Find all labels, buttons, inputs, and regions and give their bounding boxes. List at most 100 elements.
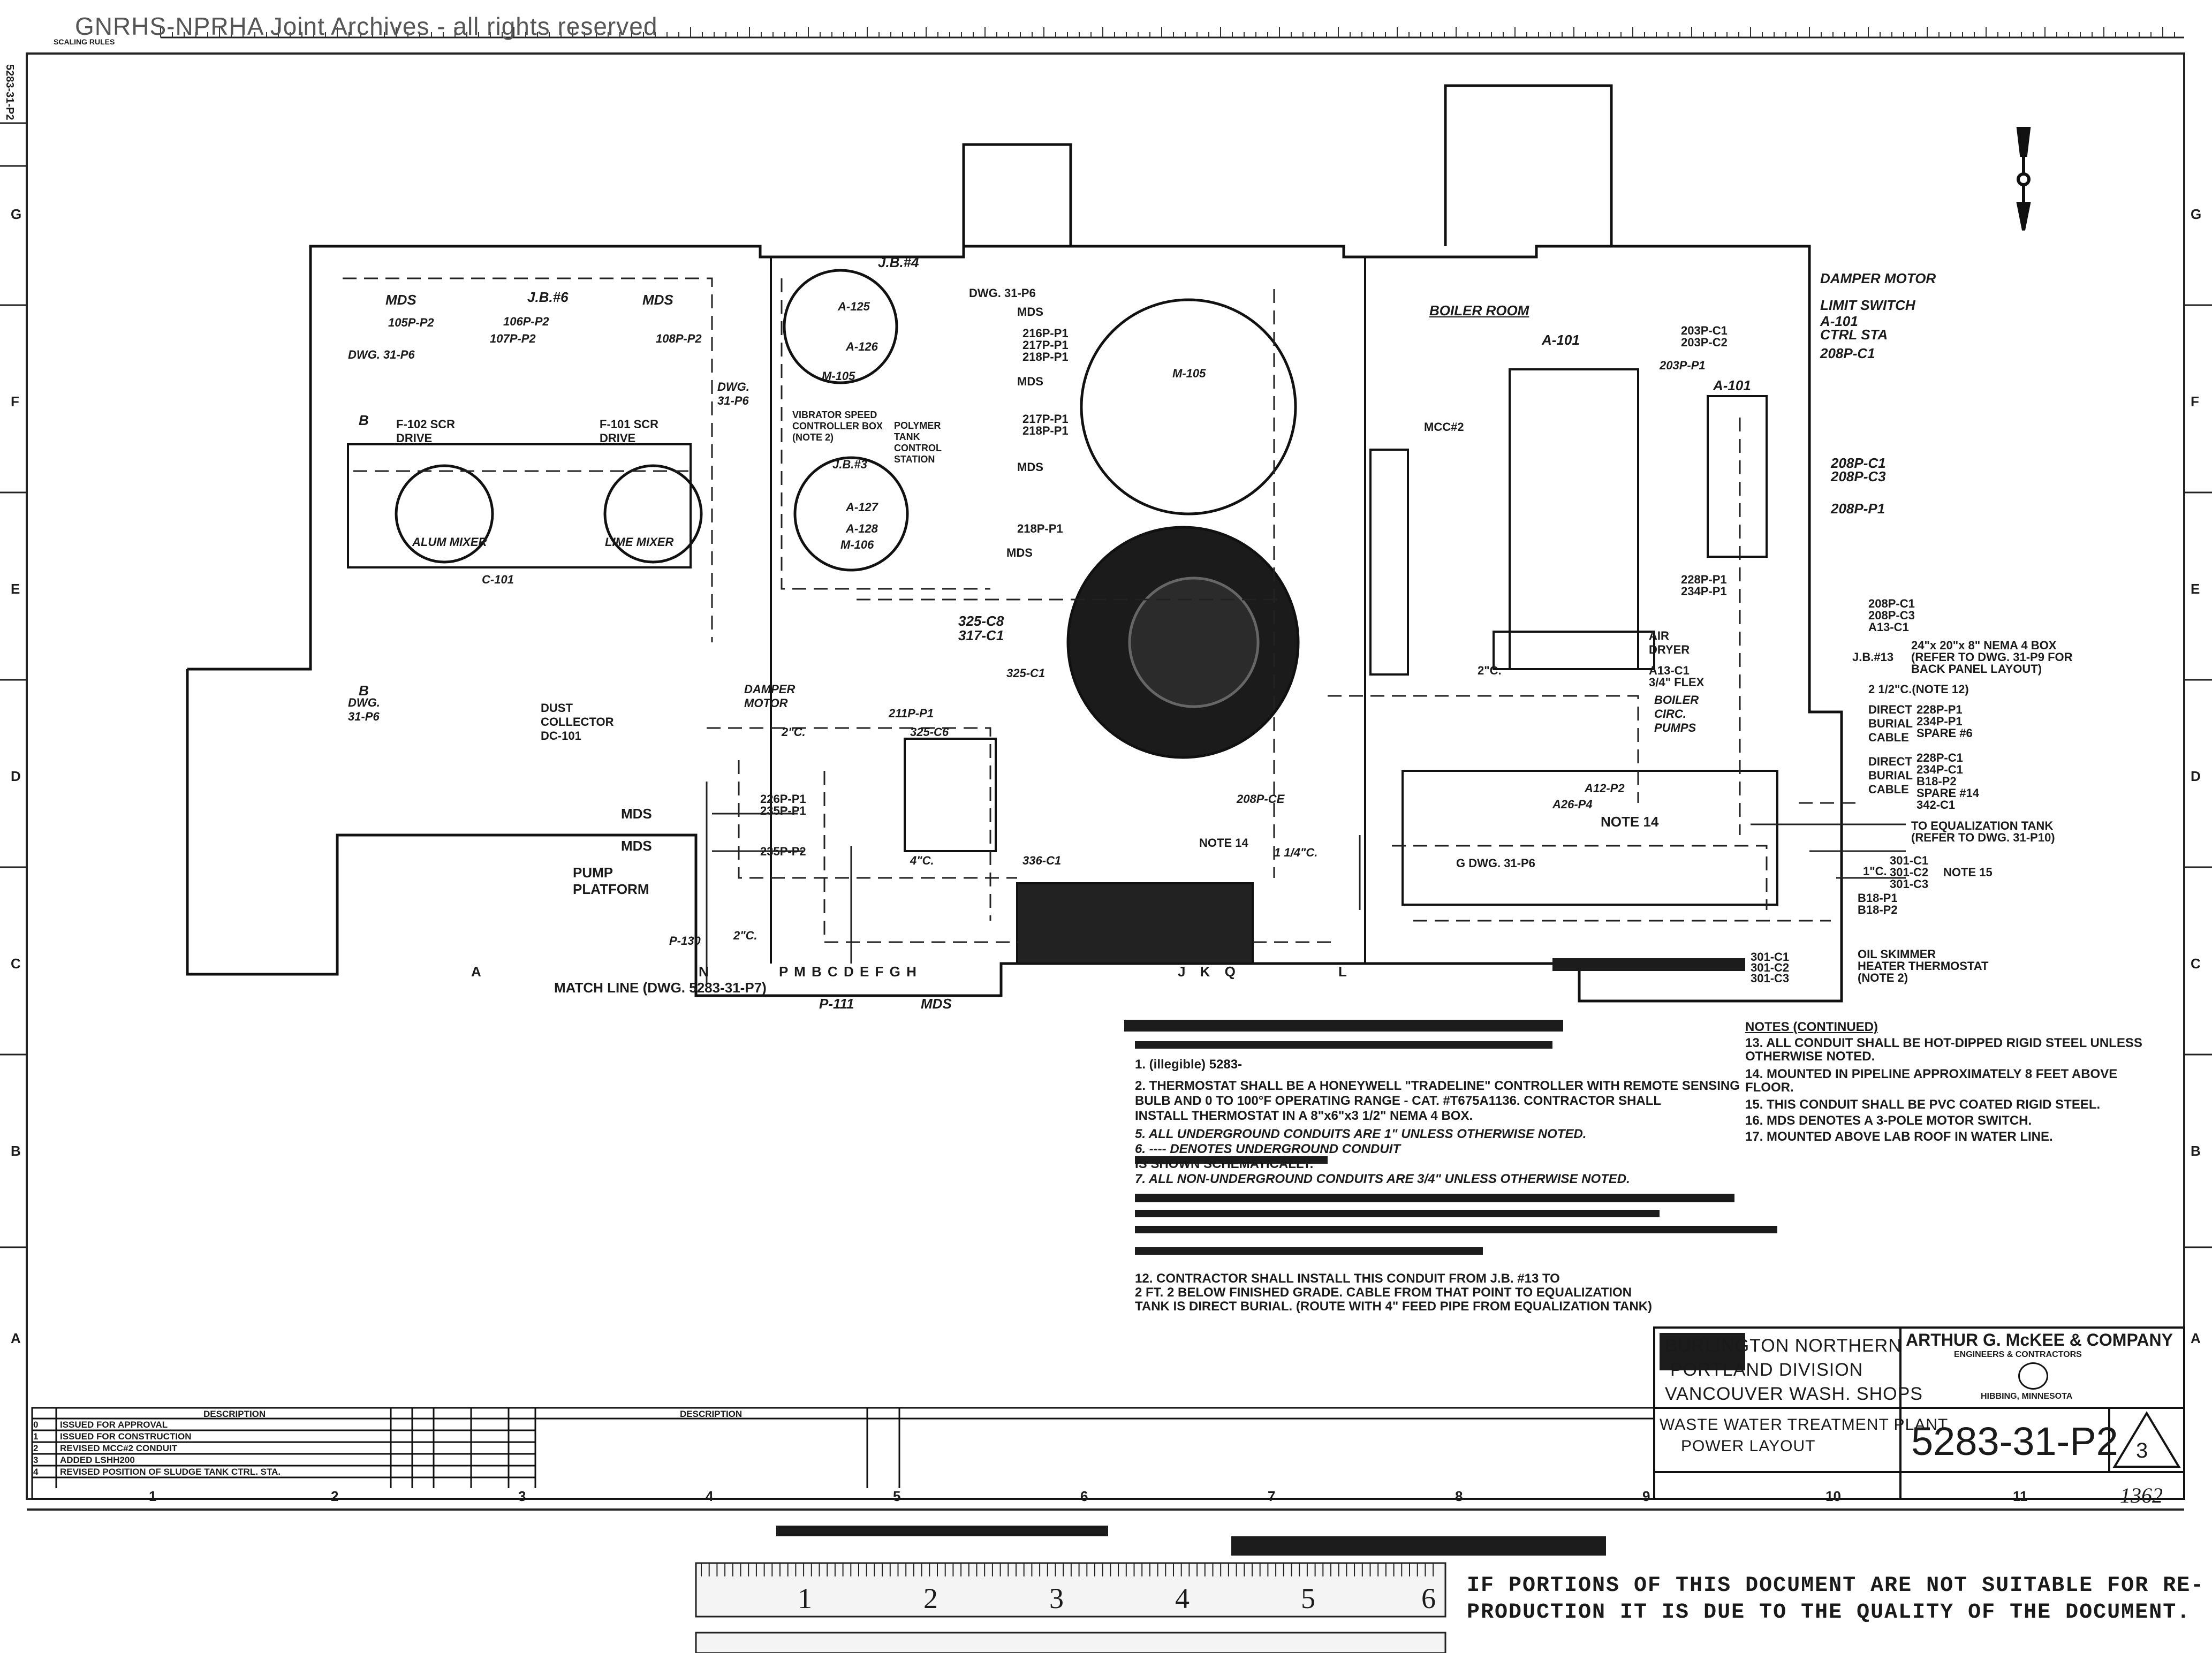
grid-row-d-right: D — [2191, 768, 2201, 784]
label-dwg-31p6-top: DWG. 31-P6 — [969, 286, 1036, 300]
label-oil-skimmer: OIL SKIMMER — [1858, 947, 1936, 961]
label-limit-switch: LIMIT SWITCH — [1820, 297, 1915, 313]
note-line: OTHERWISE NOTED. — [1745, 1049, 1875, 1064]
note-line: IS SHOWN SCHEMATICALLY. — [1135, 1157, 1314, 1171]
grid-col-7: 7 — [1268, 1488, 1276, 1504]
label-208p-c1-b: 208P-C1 — [1831, 455, 1886, 471]
revision-mark: 2 — [33, 1443, 39, 1453]
label-216p: 216P-P1 — [1022, 327, 1069, 340]
note-line: 16. MDS DENOTES A 3-POLE MOTOR SWITCH. — [1745, 1113, 2032, 1128]
note-line: 14. MOUNTED IN PIPELINE APPROXIMATELY 8 … — [1745, 1067, 2118, 1081]
label-rt-a13-c1: A13-C1 — [1868, 620, 1909, 634]
label-1c: 1"C. — [1863, 865, 1887, 878]
grid-row-d: D — [11, 768, 21, 784]
label-p111: P-111 — [819, 996, 854, 1012]
label-m105a: M-105 — [822, 369, 855, 383]
label-2c-mid: 2"C. — [1478, 664, 1502, 677]
label-nema-box: 24"x 20"x 8" NEMA 4 BOX — [1911, 639, 2057, 652]
label-refer-p9: (REFER TO DWG. 31-P9 FOR — [1911, 650, 2073, 664]
label-direct-burial-1: DIRECT BURIAL CABLE — [1868, 703, 1913, 744]
revision-block-lines — [31, 1407, 1655, 1500]
label-mcc2: MCC#2 — [1424, 420, 1464, 434]
label-336c1: 336-C1 — [1022, 854, 1062, 867]
label-b-mark: B — [359, 412, 369, 428]
revision-desc: REVISED MCC#2 CONDUIT — [60, 1443, 178, 1453]
revision-mark: 4 — [33, 1467, 39, 1477]
label-db2-c: B18-P2 — [1916, 775, 1957, 788]
label-208p-c1: 208P-C1 — [1820, 345, 1875, 361]
label-alum-mixer: ALUM MIXER — [412, 535, 487, 549]
reproduction-notice-2: PRODUCTION IT IS DUE TO THE QUALITY OF T… — [1467, 1601, 2191, 1625]
label-boiler-room: BOILER ROOM — [1429, 302, 1529, 319]
label-dwg-31p6-mid: DWG. 31-P6 — [717, 380, 749, 407]
label-f102: F-102 SCR DRIVE — [396, 418, 456, 445]
label-db2-a: 228P-C1 — [1916, 751, 1963, 764]
label-db2-d: SPARE #14 — [1916, 786, 1979, 800]
label-107p: 107P-P2 — [490, 332, 536, 345]
grid-col-3: 3 — [518, 1488, 526, 1504]
label-a101-ctrl: A-101 — [1820, 313, 1858, 329]
label-106p: 106P-P2 — [503, 315, 549, 328]
label-2-1-2c: 2 1/2"C.(NOTE 12) — [1868, 683, 1969, 696]
label-208p-c3: 208P-C3 — [1831, 468, 1886, 484]
drawing-title-2: POWER LAYOUT — [1681, 1437, 1816, 1455]
label-jb4: J.B.#4 — [878, 254, 919, 270]
label-203p-c1: 203P-C1 — [1681, 324, 1728, 337]
label-lime-mixer: LIME MIXER — [605, 535, 674, 549]
label-301c2-b: 301-C2 — [1751, 961, 1790, 974]
label-f101: F-101 SCR DRIVE — [600, 418, 659, 445]
ruler-number: 2 — [923, 1582, 938, 1614]
label-rt-208p-c3: 208P-C3 — [1868, 609, 1915, 622]
label-a101-boiler: A-101 — [1713, 377, 1751, 393]
label-b18-p2: B18-P2 — [1858, 903, 1898, 916]
conduit-runs — [343, 277, 1863, 943]
label-228p-p1: 228P-P1 — [1681, 573, 1727, 586]
note-line: 2 FT. 2 BELOW FINISHED GRADE. CABLE FROM… — [1135, 1285, 1632, 1300]
label-a127: A-127 — [846, 501, 878, 514]
match-mark-pm: P M B C D E F G H — [779, 964, 918, 980]
label-note2: (NOTE 2) — [1858, 971, 1908, 984]
note-line: 12. CONTRACTOR SHALL INSTALL THIS CONDUI… — [1135, 1271, 1560, 1286]
label-a101-top: A-101 — [1542, 332, 1580, 348]
label-218p: 218P-P1 — [1022, 350, 1069, 363]
drawing-number: 5283-31-P2 — [1911, 1419, 2118, 1464]
note-line: 15. THIS CONDUIT SHALL BE PVC COATED RIG… — [1745, 1097, 2101, 1112]
label-325c6: 325-C6 — [910, 725, 949, 739]
label-mds-d: MDS — [1006, 546, 1033, 559]
label-db2-b: 234P-C1 — [1916, 763, 1963, 776]
label-203p-c2: 203P-C2 — [1681, 336, 1728, 349]
label-pump-platform: PUMP PLATFORM — [573, 865, 649, 897]
grid-row-b-right: B — [2191, 1143, 2201, 1159]
label-m106: M-106 — [840, 538, 874, 551]
label-dwg-31p6-g: G DWG. 31-P6 — [1456, 856, 1535, 870]
note-line: 13. ALL CONDUIT SHALL BE HOT-DIPPED RIGI… — [1745, 1036, 2142, 1050]
label-db1-b: 234P-P1 — [1916, 715, 1963, 728]
drawing-title-1: WASTE WATER TREATMENT PLANT — [1660, 1416, 1949, 1434]
label-mds-pump-1: MDS — [621, 806, 652, 822]
label-ctrl-sta: CTRL STA — [1820, 327, 1888, 343]
label-db1-a: 228P-P1 — [1916, 703, 1963, 716]
grid-col-10: 10 — [1825, 1488, 1841, 1504]
label-mds-pump-2: MDS — [621, 838, 652, 854]
company-name: ARTHUR G. McKEE & COMPANY — [1906, 1330, 2173, 1349]
grid-row-f: F — [11, 393, 19, 410]
label-eq-refer: (REFER TO DWG. 31-P10) — [1911, 831, 2055, 844]
grid-row-f-right: F — [2191, 393, 2199, 410]
title-block-lines — [1653, 1326, 2185, 1500]
label-2c-left: 2"C. — [782, 725, 806, 739]
ruler-number: 1 — [798, 1582, 812, 1614]
label-p130: P-130 — [669, 934, 701, 947]
label-a126: A-126 — [846, 340, 878, 353]
revision-desc: ADDED LSHH200 — [60, 1455, 135, 1465]
label-218p-c: 218P-P1 — [1017, 522, 1063, 535]
reproduction-notice-1: IF PORTIONS OF THIS DOCUMENT ARE NOT SUI… — [1467, 1574, 2205, 1598]
label-mds-right: MDS — [642, 292, 673, 308]
company-city: HIBBING, MINNESOTA — [1981, 1392, 2073, 1401]
note-line: TANK IS DIRECT BURIAL. (ROUTE WITH 4" FE… — [1135, 1299, 1653, 1314]
grid-row-b: B — [11, 1143, 21, 1159]
conduit-solid — [706, 782, 1906, 985]
match-mark-a: A — [471, 964, 481, 980]
equipment-boxes — [347, 368, 1778, 965]
label-damper-motor-mid: DAMPER MOTOR — [744, 683, 796, 710]
